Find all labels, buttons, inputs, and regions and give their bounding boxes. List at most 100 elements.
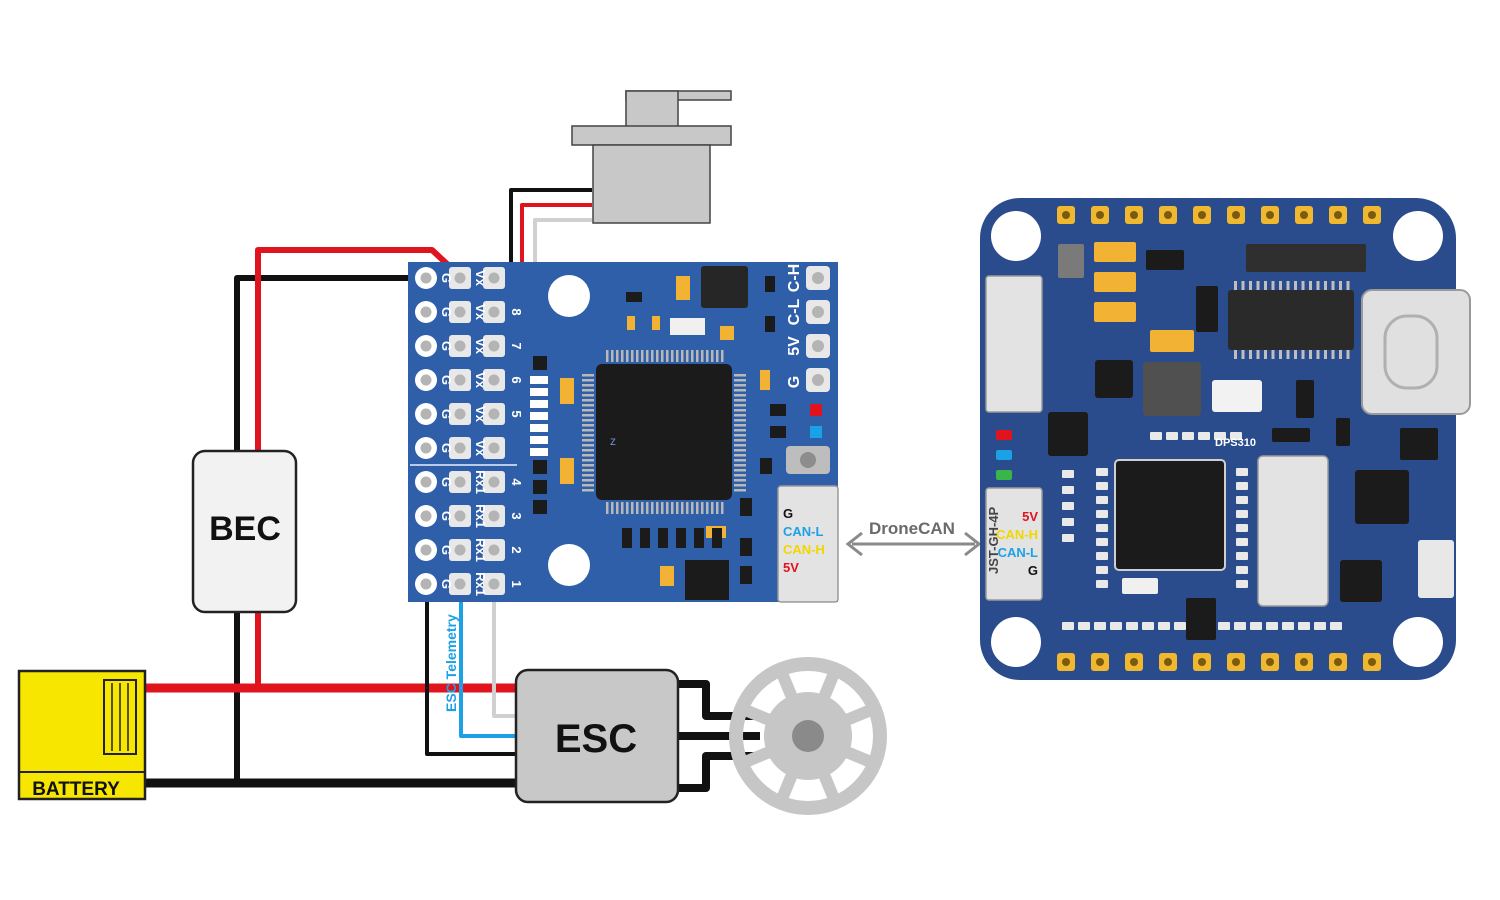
smd-component (720, 326, 734, 340)
resistor-pad (530, 448, 548, 456)
servo (571, 90, 732, 224)
header-pin-label: 1 (509, 580, 524, 587)
mcu-pin (706, 350, 709, 362)
mcu-pin (734, 454, 746, 457)
fc-ic-pin (1294, 281, 1297, 290)
header-pin-hole (488, 544, 500, 556)
resistor-pad (530, 412, 548, 420)
header-pin-hole (420, 578, 432, 590)
fc-boot-button (1418, 540, 1454, 598)
fc-smd-component (1400, 428, 1438, 460)
mcu-pin (734, 424, 746, 427)
mcu-pin (611, 502, 614, 514)
mcu-pin (616, 350, 619, 362)
header-pin-label: G (439, 375, 454, 385)
header-pin-label: Vx (473, 304, 488, 321)
fc-can-pin-label: CAN-H (996, 527, 1038, 542)
smd-component (652, 316, 660, 330)
fc-resistor (1158, 622, 1170, 630)
fc-ic-pin (1264, 350, 1267, 359)
fc-can-pin-label: G (1028, 563, 1038, 578)
smd-component (810, 426, 822, 438)
header-pin-hole (420, 272, 432, 284)
mcu-pin (582, 484, 594, 487)
node-can-pin-label: CAN-L (783, 524, 823, 539)
mounting-hole (991, 211, 1041, 261)
fc-ic-pin (1249, 281, 1252, 290)
fc-barometer (1212, 380, 1262, 412)
mcu-pin (656, 502, 659, 514)
mcu-pin (691, 502, 694, 514)
mcu-pin (671, 502, 674, 514)
header-pin-label: 8 (509, 308, 524, 315)
smd-component (694, 528, 704, 548)
mcu-pin (661, 502, 664, 514)
mcu-pin (734, 419, 746, 422)
fc-ic-pin (1309, 350, 1312, 359)
fc-resistor (1298, 622, 1310, 630)
header-pin-hole (454, 272, 466, 284)
fc-solder-pad-hole (1368, 211, 1376, 219)
mcu-pin (721, 502, 724, 514)
mcu-pin (686, 350, 689, 362)
header-pin-hole (488, 442, 500, 454)
fc-ic-pin (1279, 350, 1282, 359)
fc-status-led (996, 470, 1012, 480)
fc-smd-component (1150, 330, 1194, 352)
resistor-pad (530, 376, 548, 384)
fc-smd-component (1058, 244, 1084, 278)
dronecan-label: DroneCAN (869, 519, 955, 538)
fc-ic-pin (1301, 350, 1305, 359)
motor-spoke (772, 770, 799, 811)
node-can-pin-label: CAN-H (783, 542, 825, 557)
can-header-pin-hole (812, 340, 824, 352)
fc-ic-pin (1241, 281, 1245, 290)
mcu-pin (681, 350, 684, 362)
esc-ground-wire (425, 588, 520, 756)
mcu-pin (734, 394, 746, 397)
fc-ic-pin (1241, 350, 1245, 359)
header-pin-hole (488, 578, 500, 590)
smd-component (760, 370, 770, 390)
crystal (701, 266, 748, 308)
can-header-label: C-L (786, 298, 803, 325)
fc-status-led (996, 450, 1012, 460)
can-header-pin-hole (812, 374, 824, 386)
header-pin-label: G (439, 443, 454, 453)
resistor-pad (530, 436, 548, 444)
header-pin-label: G (439, 409, 454, 419)
header-pin-hole (420, 374, 432, 386)
header-pin-hole (454, 510, 466, 522)
mcu-pin (582, 409, 594, 412)
mounting-hole (1393, 211, 1443, 261)
mcu-pin (582, 469, 594, 472)
fc-sd-slot (1257, 455, 1329, 607)
esc-telemetry-label: ESC Telemetry (443, 614, 459, 712)
fc-solder-pad-hole (1266, 658, 1274, 666)
fc-ic-pin (1234, 281, 1237, 290)
fc-resistor (1250, 622, 1262, 630)
smd-component (765, 276, 775, 292)
mcu-pin (582, 489, 594, 492)
can-header-label: G (786, 376, 803, 388)
smd-component (627, 316, 635, 330)
smd-component (533, 480, 547, 494)
motor-spoke (733, 745, 774, 772)
mcu-pin (582, 429, 594, 432)
can-header-pin-hole (812, 272, 824, 284)
fc-imu (1355, 470, 1409, 524)
mcu-pin (716, 502, 719, 514)
mcu-pin (582, 459, 594, 462)
header-pin-label: Vx (473, 372, 488, 389)
fc-can-pin-label: 5V (1022, 509, 1038, 524)
fc-resistor (1094, 622, 1106, 630)
fc-chip-label: DPS310 (1215, 437, 1256, 449)
motor-spoke (772, 661, 799, 702)
mcu-pin (696, 350, 699, 362)
header-pin-hole (488, 510, 500, 522)
fc-inductor (1143, 362, 1201, 416)
header-pin-hole (488, 408, 500, 420)
fc-solder-pad-hole (1368, 658, 1376, 666)
